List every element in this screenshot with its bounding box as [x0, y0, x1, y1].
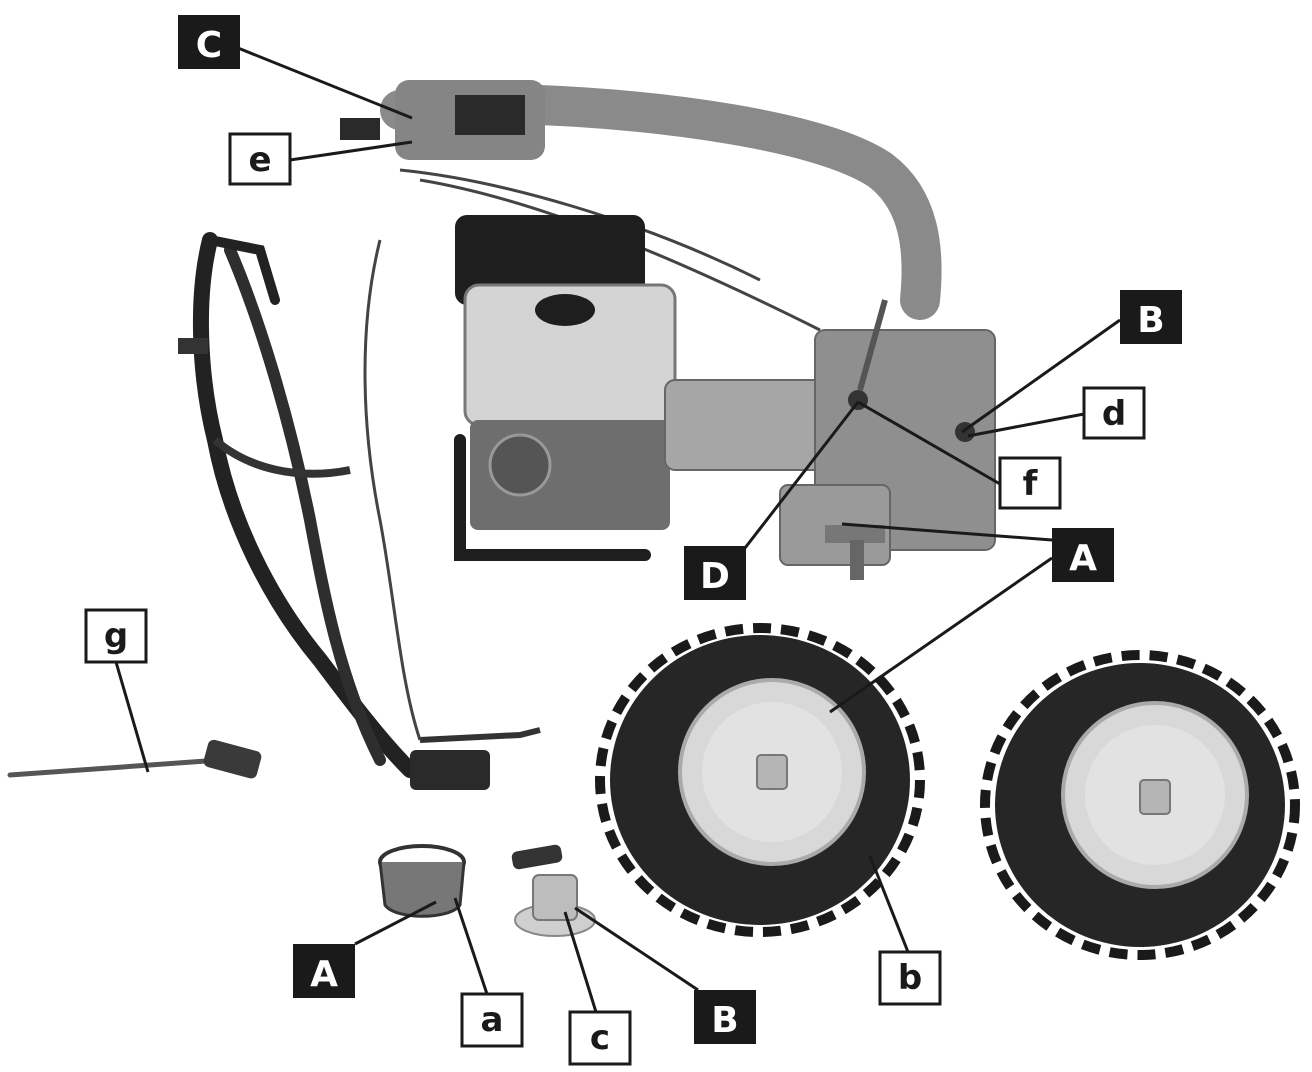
- label-d: d: [1082, 386, 1146, 440]
- label-d-text: d: [1102, 394, 1126, 434]
- label-D: D: [684, 546, 746, 600]
- engine: [454, 215, 677, 561]
- label-f: f: [998, 456, 1062, 510]
- collar-part-a: [378, 844, 466, 918]
- leader-lines: [114, 46, 1121, 1013]
- label-B-bottom: B: [694, 990, 756, 1044]
- label-b-text: b: [898, 958, 922, 998]
- label-B-top-text: B: [1137, 300, 1164, 341]
- label-a-text: a: [481, 1000, 504, 1040]
- label-e: e: [228, 132, 292, 186]
- label-A-left-text: A: [310, 954, 338, 995]
- label-C: C: [178, 15, 240, 69]
- handlebar-assembly: [178, 232, 541, 790]
- label-c-text: c: [590, 1018, 610, 1058]
- label-e-text: e: [248, 140, 271, 180]
- label-g-text: g: [104, 616, 128, 656]
- label-b: b: [878, 950, 942, 1006]
- upper-control-arm: [340, 80, 942, 332]
- coupling-part-c: [511, 844, 596, 937]
- label-A-right: A: [1052, 528, 1114, 582]
- spark-plug-wrench: [7, 739, 262, 779]
- wheel-right: [980, 650, 1300, 960]
- label-B-top: B: [1120, 290, 1182, 344]
- label-g: g: [84, 608, 148, 664]
- label-a: a: [460, 992, 524, 1048]
- label-A-left: A: [293, 944, 355, 998]
- label-c: c: [568, 1010, 632, 1066]
- label-C-text: C: [196, 25, 222, 66]
- label-B-bottom-text: B: [711, 1000, 738, 1041]
- label-f-text: f: [1023, 464, 1039, 504]
- wheel-left: [595, 623, 925, 937]
- label-D-text: D: [700, 556, 730, 597]
- label-A-right-text: A: [1069, 538, 1097, 579]
